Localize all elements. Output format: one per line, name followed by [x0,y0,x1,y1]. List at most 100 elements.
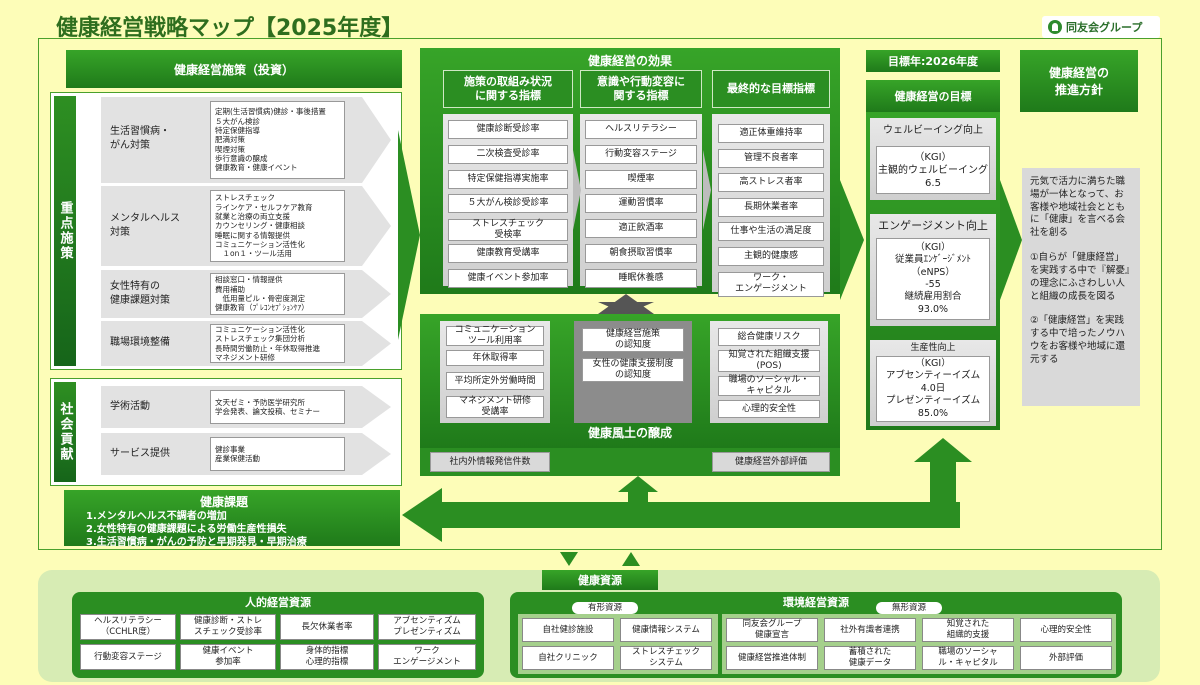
effect-indicator: 適正飲酒率 [585,219,697,239]
goals-heading: 健康経営の目標 [866,80,1000,112]
effect-indicator: 行動変容ステージ [585,144,697,164]
effect-indicator: 二次検査受診率 [448,144,568,164]
target-year: 目標年:2026年度 [866,50,1000,72]
productivity-kgi: （KGI） アブセンティーイズム 4.0日 プレゼンティーイズム 85.0% [876,356,990,422]
up-arrow-icon [622,552,640,566]
external-evaluation-box: 健康経営外部評価 [712,452,830,472]
human-resource-item: 健康診断・ストレ スチェック受診率 [180,614,276,640]
effect-indicator: 長期休業者率 [718,197,824,217]
measures-heading: 健康経営施策（投資） [66,50,402,88]
intangible-resource-item: 職場のソーシャ ル・キャピタル [922,646,1014,670]
feedback-arrow-body [440,502,960,528]
effect-indicator: 健康イベント参加率 [448,268,568,288]
human-resource-item: ヘルスリテラシー （CCHLR度） [80,614,176,640]
tangible-resource-item: ストレスチェック システム [620,646,712,670]
engagement-title: エンゲージメント向上 [878,219,988,232]
intangible-label: 無形資源 [876,602,942,614]
page-title: 健康経営戦略マップ【2025年度】 [56,16,404,41]
issue-item: 2.女性特有の健康課題による労働生産性損失 [86,524,287,535]
info-dissemination-box: 社内外情報発信件数 [430,452,550,472]
tangible-resource-item: 自社健診施設 [522,618,614,642]
effect-indicator: 主観的健康感 [718,247,824,266]
social-items: 文天ゼミ・予防医学研究所 学会発表、論文投稿、セミナー [210,390,345,424]
effects-col3-head: 最終的な目標指標 [712,70,830,108]
effect-indicator: 健康診断受診率 [448,120,568,139]
engagement-kgi: （KGI） 従業員ｴﾝｹﾞｰｼﾞﾒﾝﾄ （eNPS） -55 継続雇用割合 93… [876,238,990,320]
culture-indicator: 職場のソーシャル・ キャピタル [718,375,820,396]
social-items: 健診事業 産業保健活動 [210,437,345,471]
intangible-resource-item: 心理的安全性 [1020,618,1112,642]
effect-indicator: 管理不良者率 [718,148,824,168]
culture-indicator: 女性の健康支援制度 の認知度 [582,358,684,382]
measure-items: コミュニケーション活性化 ストレスチェック集団分析 長時間労働防止・年休取得推進… [210,324,345,363]
culture-indicator: コミュニケーション ツール利用率 [446,325,544,346]
measure-items: ストレスチェック ラインケア・セルフケア教育 就業と治療の両立支援 カウンセリン… [210,190,345,262]
social-label: 社会貢献 [54,382,76,482]
feedback-arrow-stub [628,490,648,504]
culture-indicator: 心理的安全性 [718,400,820,418]
culture-indicator: マネジメント研修 受講率 [446,396,544,418]
tangible-resource-item: 健康情報システム [620,618,712,642]
social-category: 学術活動 [110,401,150,412]
human-resource-item: アブセンティズム プレゼンティズム [378,614,476,640]
policy-text-2: ①自らが「健康経営」を実践する中で『解憂』の理念にふさわしい人と組織の成長を図る [1030,252,1130,302]
policy-text-3: ②「健康経営」を実践する中で培ったノウハウをお客様や地域に還元する [1030,315,1126,365]
effect-indicator: 朝食摂取習慣率 [585,244,697,263]
priority-label: 重点施策 [54,96,76,366]
issue-item: 3.生活習慣病・がんの予防と早期発見・早期治療 [86,537,307,548]
policy-heading: 健康経営の 推進方針 [1020,50,1138,112]
culture-indicator: 総合健康リスク [718,328,820,346]
resources-heading: 健康資源 [542,570,658,590]
policy-text-1: 元気で活力に満ちた職場が一体となって、お客様や地域社会とともに「健康」を言べる会… [1030,176,1126,239]
culture-indicator: 知覚された組織支援 (POS) [718,350,820,372]
issue-item: 1.メンタルヘルス不調者の増加 [86,511,227,522]
tangible-label: 有形資源 [572,602,638,614]
effect-indicator: 仕事や生活の満足度 [718,222,824,242]
effect-indicator: ５大がん検診受診率 [448,194,568,214]
effect-indicator: 高ストレス者率 [718,173,824,193]
effects-col1-head: 施策の取組み状況 に関する指標 [443,70,573,108]
intangible-resource-item: 知覚された 組織的支援 [922,618,1014,642]
effect-indicator: 睡眠休養感 [585,268,697,288]
effects-col2-head: 意識や行動変容に 関する指標 [580,70,702,108]
down-arrow-icon [560,552,578,566]
culture-indicator: 年休取得率 [446,350,544,366]
human-resource-item: 身体的指標 心理的指標 [280,644,374,670]
col-arrow [573,150,581,230]
policy-panel: 元気で活力に満ちた職場が一体となって、お客様や地域社会とともに「健康」を言べる会… [1022,168,1140,406]
effect-indicator: 喫煙率 [585,169,697,189]
human-resources-heading: 人的経営資源 [245,596,311,609]
intangible-resource-item: 健康経営推進体制 [726,646,818,670]
env-resources-heading: 環境経営資源 [783,596,849,609]
issues-panel: 健康課題 1.メンタルヘルス不調者の増加 2.女性特有の健康課題による労働生産性… [64,490,400,548]
intangible-resource-item: 同友会グループ 健康宣言 [726,618,818,642]
intangible-resource-item: 外部評価 [1020,646,1112,670]
measure-category: 女性特有の 健康課題対策 [110,281,170,306]
measure-category: 生活習慣病・ がん対策 [110,126,170,151]
measure-category: メンタルヘルス 対策 [110,213,180,238]
culture-indicator: 平均所定外労働時間 [446,372,544,390]
human-resource-item: 健康イベント 参加率 [180,644,276,670]
effect-indicator: 健康教育受講率 [448,244,568,263]
human-resource-item: 行動変容ステージ [80,644,176,670]
productivity-title: 生産性向上 [910,343,956,353]
col-arrow [703,150,711,230]
wellbeing-kgi: （KGI） 主観的ウェルビーイング 6.5 [876,146,990,194]
issues-heading: 健康課題 [199,495,248,509]
social-category: サービス提供 [110,448,170,459]
company-logo: 同友会グループ [1042,16,1160,38]
effect-indicator: ワーク・ エンゲージメント [718,271,824,297]
feedback-arrow-riser [930,460,956,528]
measure-items: 相談窓口・情報提供 費用補助 低用量ピル・骨密度測定 健康教育（ﾌﾟﾚｺﾝｾﾌﾟ… [210,273,345,315]
effect-indicator: 特定保健指導実施率 [448,169,568,189]
measure-category: 職場環境整備 [110,337,170,348]
culture-heading: 健康風土の醸成 [587,426,672,440]
culture-indicator: 健康経営施策 の認知度 [582,328,684,352]
effect-indicator: ヘルスリテラシー [585,120,697,139]
effect-indicator: ストレスチェック 受検率 [448,219,568,242]
human-resource-item: ワーク エンゲージメント [378,644,476,670]
logo-text: 同友会グループ [1066,21,1143,34]
intangible-resource-item: 蓄積された 健康データ [824,646,916,670]
tangible-resource-item: 自社クリニック [522,646,614,670]
human-resource-item: 長欠休業者率 [280,614,374,640]
